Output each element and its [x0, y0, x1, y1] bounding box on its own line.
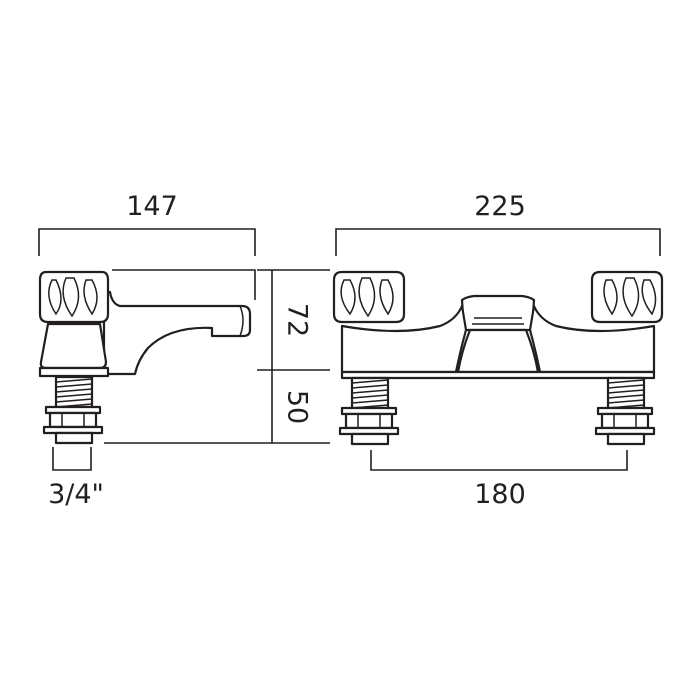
dimension-side-width: 147: [38, 191, 256, 256]
dimension-label-225: 225: [474, 191, 526, 222]
spout-body: [102, 290, 252, 376]
front-handle-right: [590, 270, 664, 324]
front-shank-left: [338, 376, 400, 446]
front-shank-right: [594, 376, 656, 446]
dimension-connection: 3/4": [48, 447, 104, 510]
spout-top-edge: [112, 269, 256, 300]
dimension-label-connection: 3/4": [48, 479, 104, 510]
dimension-label-72: 72: [282, 303, 313, 337]
dimension-front-width: 225: [335, 191, 661, 256]
front-view: 225: [332, 191, 664, 510]
side-handle: [38, 270, 110, 324]
side-body: [39, 322, 108, 370]
body-left: [340, 304, 468, 374]
front-spout: [456, 294, 540, 374]
dimension-centres: 180: [370, 450, 628, 510]
side-shank: [42, 375, 104, 445]
front-base-plate: [340, 370, 656, 380]
dimension-label-180: 180: [474, 479, 526, 510]
dimension-label-147: 147: [126, 191, 178, 222]
side-view: 147 3/4": [38, 191, 256, 510]
vertical-dimensions: 72 50: [104, 269, 330, 444]
side-base-plate: [38, 366, 110, 378]
body-right: [528, 304, 656, 374]
front-handle-left: [332, 270, 406, 324]
dimension-label-50: 50: [282, 390, 313, 424]
